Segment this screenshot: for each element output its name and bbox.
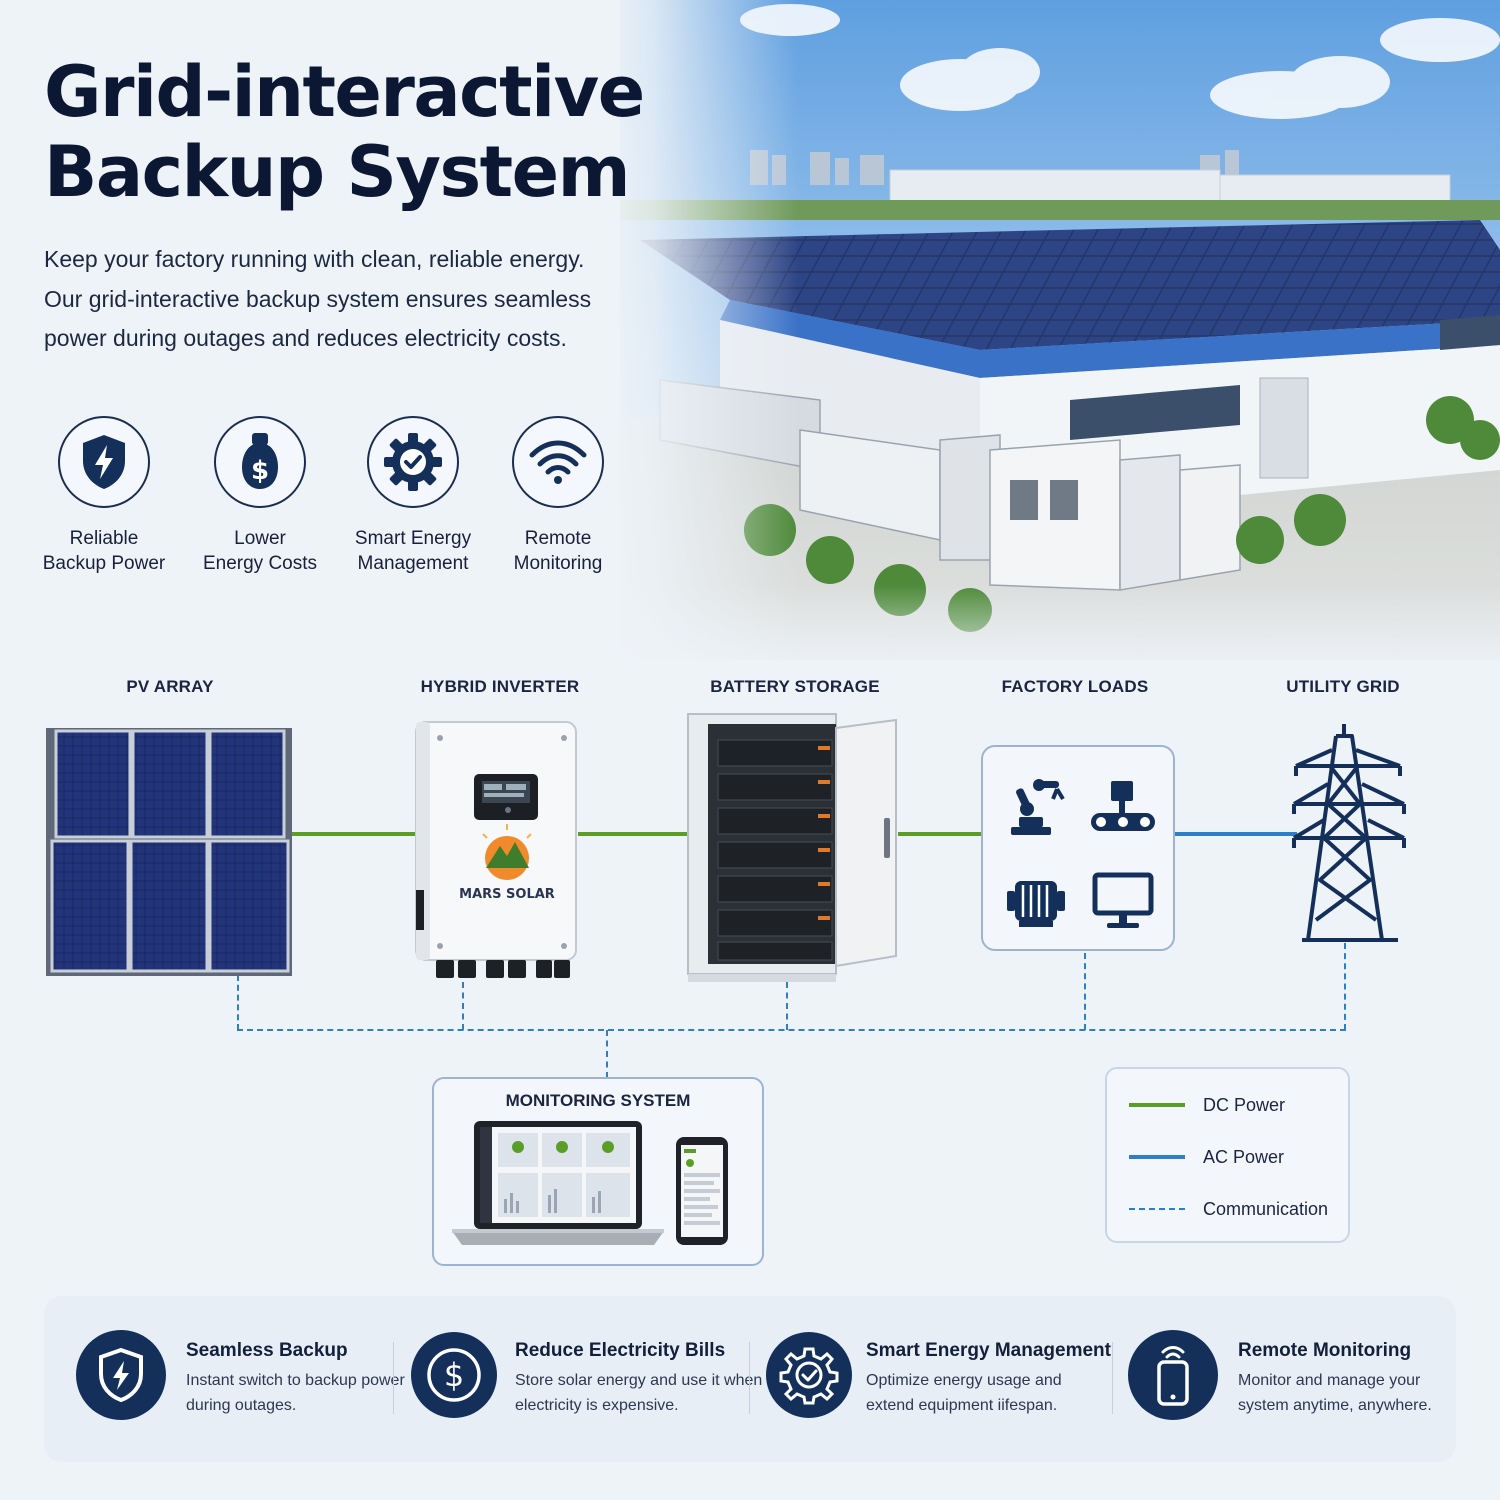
wifi-icon [512,416,604,508]
divider [1112,1342,1113,1414]
comm-line-pv [237,975,239,1030]
benefit-description: Optimize energy usage and extend equipme… [866,1372,1062,1414]
title-line-2: Backup System [44,131,631,213]
transmission-tower-icon [1292,724,1406,942]
benefit-description: Monitor and manage your system anytime, … [1238,1372,1432,1414]
utility-grid-label: UTILITY GRID [1286,677,1400,696]
phone-signal-icon [1128,1330,1218,1420]
legend-label: AC Power [1203,1146,1285,1167]
battery-cabinet [687,713,897,982]
dollar-icon: $ [411,1332,497,1418]
monitoring-system-label: MONITORING SYSTEM [505,1091,691,1110]
benefits-strip: Seamless Backup Instant switch to backup… [44,1296,1456,1462]
computer-monitor-icon [1092,872,1154,928]
dollar-bulb-icon: $ [214,416,306,508]
dc-power-line-pv-inverter [288,832,416,836]
comm-line-inverter [462,982,464,1030]
divider [393,1342,394,1414]
conveyor-icon [1091,781,1155,831]
dc-power-swatch [1129,1103,1185,1107]
factory-loads-box [981,745,1175,951]
legend-label: DC Power [1203,1094,1286,1115]
title-line-1: Grid-interactive [44,51,645,133]
page-title: Grid-interactive Backup System [44,51,645,213]
hybrid-inverter-label: HYBRID INVERTER [420,677,580,696]
laptop-dashboard-icon [452,1121,664,1245]
shield-bolt-icon [76,1330,166,1420]
comm-bus [237,1029,1346,1031]
shield-bolt-icon [58,416,150,508]
benefit-description: Store solar energy and use it when elect… [515,1372,763,1414]
benefit-title: Reduce Electricity Bills [515,1340,726,1361]
battery-storage-label: BATTERY STORAGE [710,677,880,696]
smartphone-app-icon [676,1137,728,1245]
divider [749,1342,750,1414]
monitoring-system-box: MONITORING SYSTEM [432,1077,764,1266]
gear-check-icon [367,416,459,508]
hybrid-inverter-unit: MARS SOLAR [415,721,577,978]
dc-power-line-inverter-battery [578,832,688,836]
legend-item-comm: Communication [1129,1197,1328,1221]
svg-text:$: $ [444,1356,464,1394]
legend-label: Communication [1203,1198,1329,1219]
legend-item-ac: AC Power [1129,1145,1284,1169]
ac-power-swatch [1129,1155,1185,1159]
inverter-brand-label: MARS SOLAR [459,887,555,902]
pv-array-panels [46,728,292,976]
motor-icon [1007,881,1065,927]
factory-photo [620,0,1500,660]
benefit-description: Instant switch to backup power during ou… [186,1372,405,1414]
gear-check-icon [766,1332,852,1418]
dc-power-line-battery-loads [898,832,982,836]
comm-line-loads [1084,953,1086,1030]
comm-line-grid [1344,943,1346,1030]
pv-array-label: PV ARRAY [126,677,214,696]
legend-item-dc: DC Power [1129,1093,1285,1117]
comm-line-battery [786,982,788,1030]
benefit-title: Remote Monitoring [1238,1340,1412,1361]
benefit-title: Seamless Backup [186,1340,348,1361]
robot-arm-icon [1011,779,1065,835]
communication-swatch [1129,1208,1185,1210]
factory-loads-label: FACTORY LOADS [1001,677,1149,696]
ac-power-line-loads-grid [1175,832,1297,836]
comm-line-monitoring [606,1030,608,1078]
intro-text: Keep your factory running with clean, re… [44,246,592,351]
legend: DC Power AC Power Communication [1105,1067,1350,1243]
svg-text:$: $ [251,456,269,486]
benefit-title: Smart Energy Management [866,1340,1111,1361]
